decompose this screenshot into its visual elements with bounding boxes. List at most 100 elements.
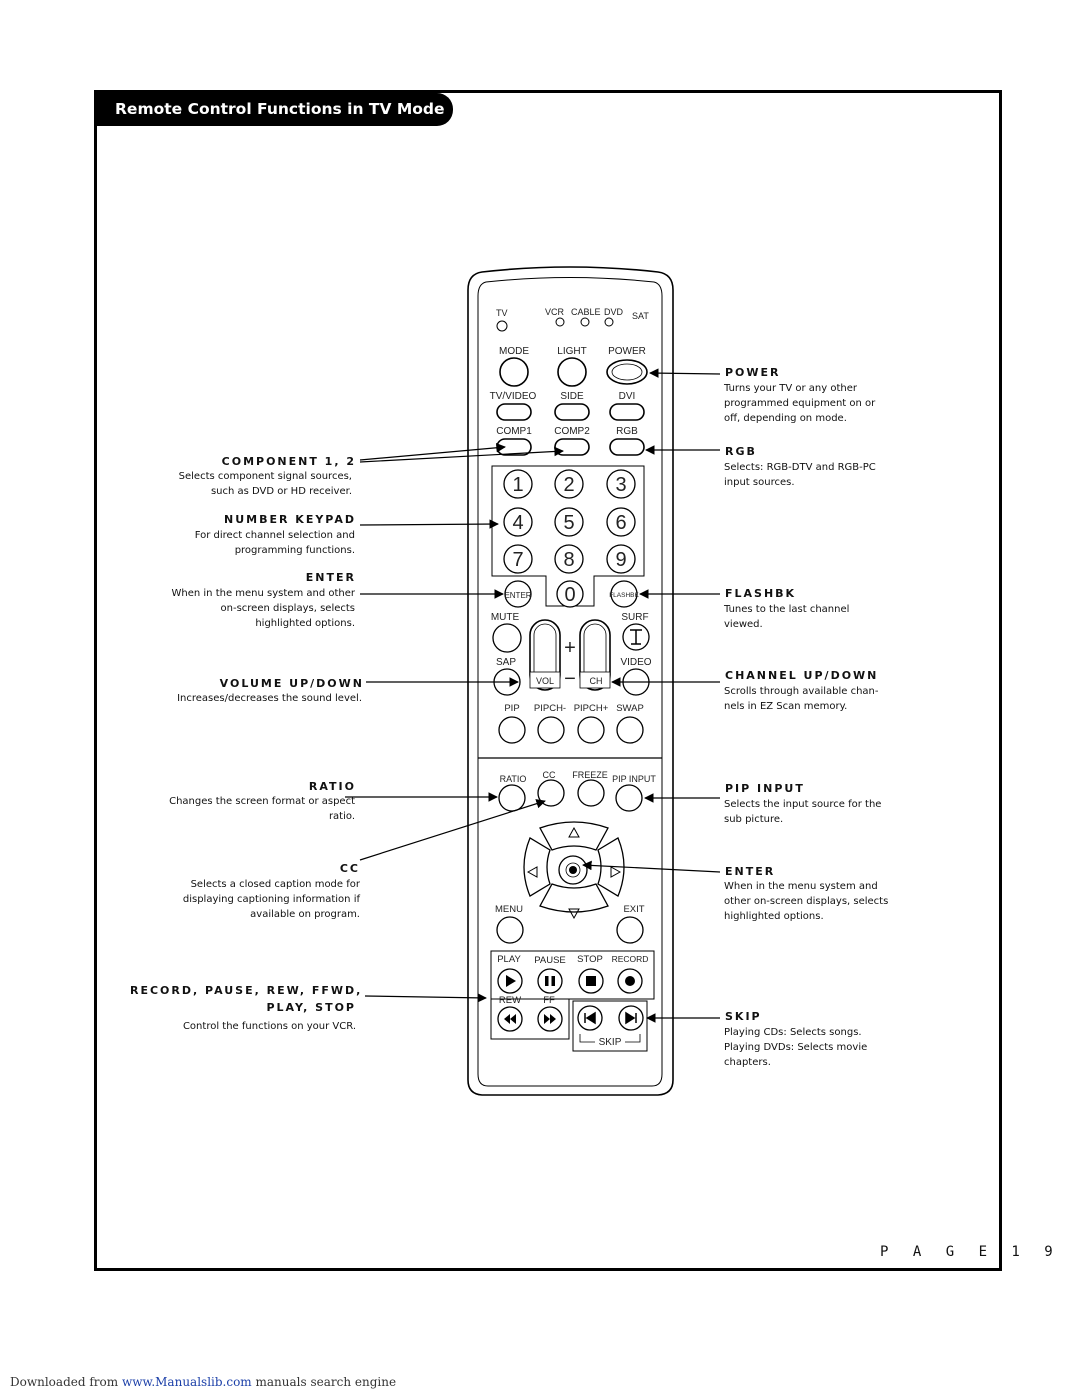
ratio-button[interactable] <box>498 784 526 812</box>
left-arrow-icon <box>526 866 538 878</box>
nav-up-button[interactable] <box>539 821 609 851</box>
callout-channel-heading: CHANNEL UP/DOWN <box>725 669 879 682</box>
mute-button[interactable] <box>492 623 522 653</box>
ch-label: CH <box>590 676 603 686</box>
digit-3-button[interactable] <box>606 469 636 499</box>
callout-vcr-text: Control the functions on your VCR. <box>182 1021 356 1032</box>
mode-button-label: MODE <box>499 346 529 357</box>
record-icon <box>625 976 635 986</box>
rgb-button[interactable] <box>609 438 645 456</box>
menu-button[interactable] <box>496 916 524 944</box>
skip-label: SKIP <box>599 1037 622 1048</box>
rgb-button-label: RGB <box>616 426 638 437</box>
pause-button-label: PAUSE <box>534 955 566 966</box>
manualslib-link[interactable]: www.Manualslib.com <box>121 1375 252 1389</box>
callout-power-text: Turns your TV or any other programmed eq… <box>724 383 876 424</box>
dvi-button[interactable] <box>609 403 645 421</box>
pipch-plus-button[interactable] <box>577 716 605 744</box>
callout-enter-right-heading: ENTER <box>725 865 776 878</box>
mode-button[interactable] <box>499 357 529 387</box>
cc-button-label: CC <box>543 770 556 780</box>
minus-label: − <box>564 668 576 690</box>
ratio-button-label: RATIO <box>500 774 527 784</box>
skip-forward-icon <box>625 1011 637 1025</box>
comp2-button[interactable] <box>554 438 590 456</box>
digit-2-label: 2 <box>563 474 574 496</box>
page-title: Remote Control Functions in TV Mode <box>97 93 453 126</box>
digit-7-button[interactable] <box>503 544 533 574</box>
swap-button[interactable] <box>616 716 644 744</box>
callout-ratio-text: Changes the screen format or aspect rati… <box>169 796 355 822</box>
callout-keypad-heading: NUMBER KEYPAD <box>224 513 356 526</box>
callout-cc-text: Selects a closed caption mode for displa… <box>182 879 360 920</box>
page-number: P A G E 1 9 <box>880 1244 1061 1260</box>
callout-flashbk-text: Tunes to the last channel viewed. <box>724 604 850 630</box>
callout-vcr-heading2: PLAY, STOP <box>266 1001 356 1014</box>
play-button-label: PLAY <box>497 954 521 965</box>
pipch-minus-button[interactable] <box>537 716 565 744</box>
mode-led-tv <box>496 320 508 332</box>
pause-button[interactable] <box>537 968 563 994</box>
callout-rgb-text: Selects: RGB-DTV and RGB-PC input source… <box>724 462 876 488</box>
light-button[interactable] <box>557 357 587 387</box>
video-button-label: VIDEO <box>620 657 651 668</box>
callout-pipinput-text: Selects the input source for the sub pic… <box>724 799 882 825</box>
mode-label-dvd: DVD <box>604 307 624 317</box>
digit-2-button[interactable] <box>554 469 584 499</box>
digit-3-label: 3 <box>615 474 626 496</box>
power-button-label: POWER <box>608 346 646 357</box>
pip-input-button[interactable] <box>615 784 643 812</box>
callout-component-heading: COMPONENT 1, 2 <box>221 455 356 468</box>
callout-component-text: Selects component signal sources, such a… <box>178 471 352 497</box>
flashbk-button[interactable] <box>610 580 638 608</box>
rewind-icon <box>504 1014 516 1024</box>
digit-8-label: 8 <box>563 549 574 571</box>
callout-keypad-text: For direct channel selection and program… <box>194 530 355 556</box>
pip-button-label: PIP <box>504 703 519 714</box>
mode-led-dvd <box>604 317 614 327</box>
mode-led-cable <box>580 317 590 327</box>
pip-input-button-label: PIP INPUT <box>612 774 656 784</box>
digit-1-label: 1 <box>512 474 523 496</box>
surf-icon <box>630 629 642 645</box>
mute-button-label: MUTE <box>491 612 520 623</box>
callout-rgb-heading: RGB <box>725 445 757 458</box>
pipch-plus-button-label: PIPCH+ <box>574 703 609 714</box>
nav-down-button[interactable] <box>539 883 609 913</box>
play-icon <box>506 975 516 987</box>
swap-button-label: SWAP <box>616 703 644 714</box>
freeze-button-label: FREEZE <box>572 770 608 780</box>
digit-5-button[interactable] <box>554 507 584 537</box>
mode-led-vcr <box>555 317 565 327</box>
plus-label: + <box>564 637 576 659</box>
digit-5-label: 5 <box>563 512 574 534</box>
digit-4-button[interactable] <box>503 507 533 537</box>
mode-label-tv: TV <box>496 308 508 318</box>
footer-prefix: Downloaded from <box>10 1375 122 1389</box>
comp1-button-label: COMP1 <box>496 426 532 437</box>
callout-skip-heading: SKIP <box>725 1010 762 1023</box>
exit-button[interactable] <box>616 916 644 944</box>
digit-8-button[interactable] <box>554 544 584 574</box>
callout-volume-text: Increases/decreases the sound level. <box>177 693 362 704</box>
fast-forward-icon <box>544 1014 556 1024</box>
light-button-label: LIGHT <box>557 346 586 357</box>
down-arrow-icon <box>568 908 580 920</box>
freeze-button[interactable] <box>577 779 605 807</box>
digit-6-button[interactable] <box>606 507 636 537</box>
callout-enter-right-text: When in the menu system and other on-scr… <box>724 881 889 922</box>
ff-button-label: FF <box>543 995 555 1006</box>
digit-9-button[interactable] <box>606 544 636 574</box>
menu-button-label: MENU <box>495 904 523 915</box>
digit-1-button[interactable] <box>503 469 533 499</box>
digit-0-button[interactable] <box>556 580 584 608</box>
callout-enter-left-heading: ENTER <box>305 571 356 584</box>
stop-button-label: STOP <box>577 954 603 965</box>
tvvideo-button[interactable] <box>496 403 532 421</box>
callout-lines <box>345 368 721 1023</box>
side-button[interactable] <box>554 403 590 421</box>
enter-button[interactable] <box>504 580 532 608</box>
comp2-button-label: COMP2 <box>554 426 590 437</box>
pip-button[interactable] <box>498 716 526 744</box>
